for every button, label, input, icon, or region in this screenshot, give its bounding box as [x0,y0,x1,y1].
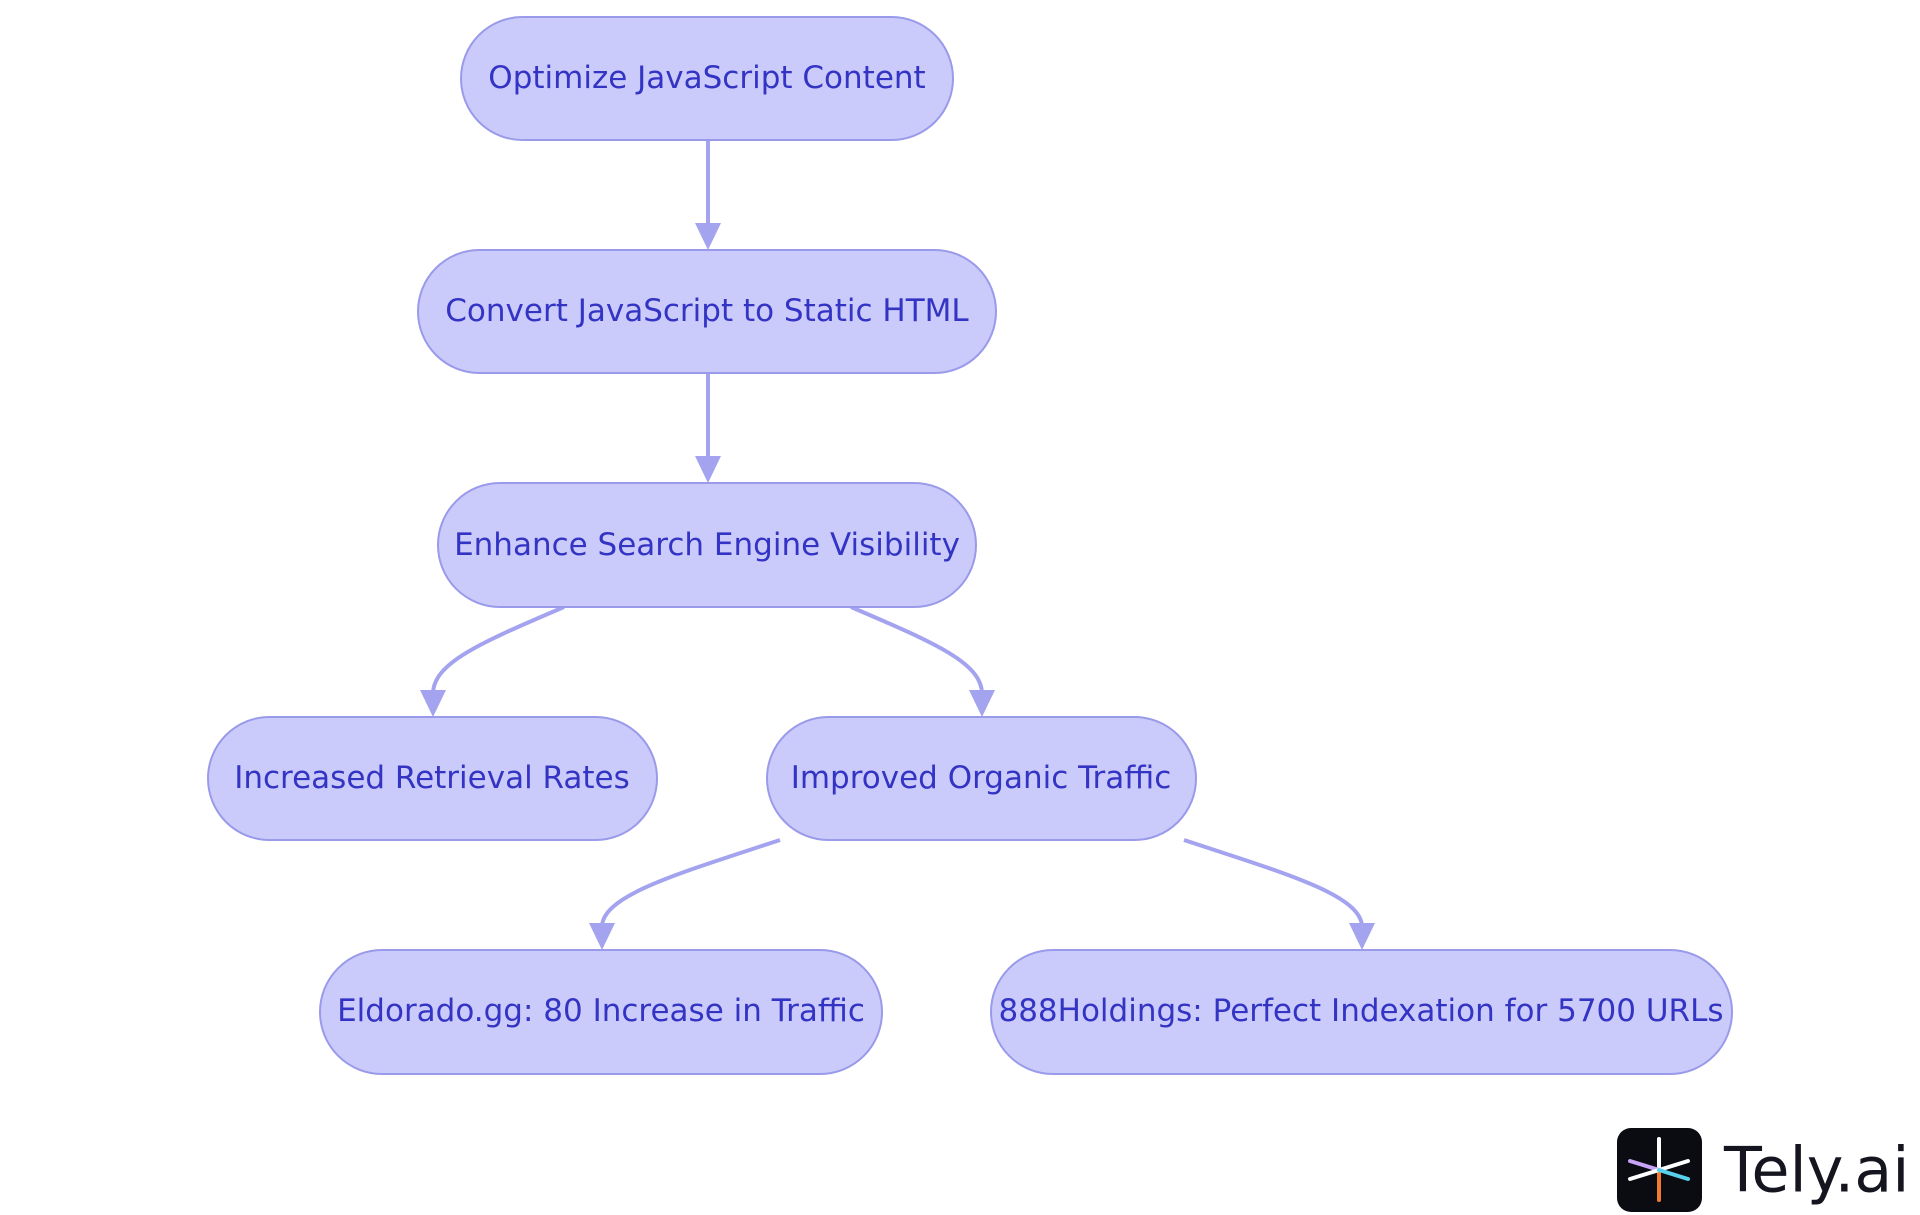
node-label: Optimize JavaScript Content [488,60,925,96]
arrowhead-convert [695,223,721,250]
arrowhead-eldorado [589,923,615,950]
brand-name: Tely.ai [1723,1134,1910,1207]
brand-logo: Tely.ai [1617,1128,1910,1212]
arrowhead-holdings [1349,923,1375,950]
node-convert-javascript-to-static-html: Convert JavaScript to Static HTML [417,249,997,374]
node-increased-retrieval-rates: Increased Retrieval Rates [207,716,658,841]
edge-organic-to-eldorado [600,838,781,928]
node-improved-organic-traffic: Improved Organic Traffic [766,716,1197,841]
edges [420,140,1375,950]
node-label: Convert JavaScript to Static HTML [445,293,969,329]
node-label: Increased Retrieval Rates [234,760,630,796]
node-eldorado-increase-in-traffic: Eldorado.gg: 80 Increase in Traffic [319,949,883,1075]
edge-organic-to-holdings [1183,838,1364,928]
node-label: 888Holdings: Perfect Indexation for 5700… [998,993,1723,1029]
arrowhead-organic [969,690,995,717]
node-enhance-search-engine-visibility: Enhance Search Engine Visibility [437,482,977,608]
node-label: Improved Organic Traffic [791,760,1172,796]
node-label: Eldorado.gg: 80 Increase in Traffic [337,993,865,1029]
node-optimize-javascript-content: Optimize JavaScript Content [460,16,954,141]
node-label: Enhance Search Engine Visibility [454,527,960,563]
edge-enhance-to-retrieval [431,605,565,695]
tely-logo-icon [1617,1128,1702,1212]
arrowhead-enhance [695,456,721,483]
edge-enhance-to-organic [850,605,984,695]
arrowhead-retrieval [420,690,446,717]
node-888holdings-perfect-indexation: 888Holdings: Perfect Indexation for 5700… [990,949,1733,1075]
